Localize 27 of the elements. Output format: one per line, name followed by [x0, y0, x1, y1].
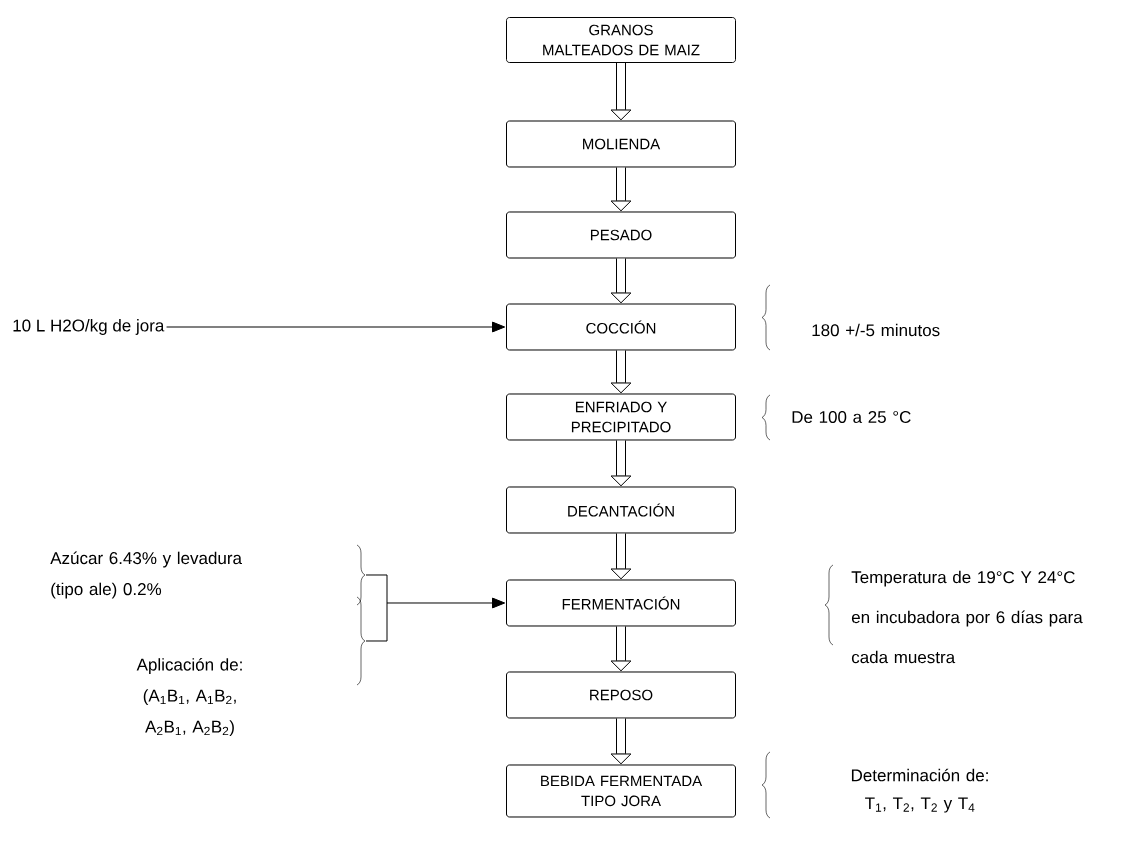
process-box: GRANOS MALTEADOS DE MAIZ — [506, 17, 736, 63]
input-text: 10 L H2O/kg de jora — [13, 319, 165, 335]
step-note: 180 +/-5 minutos — [812, 323, 940, 337]
connector-line — [365, 602, 388, 642]
hollow-arrow — [610, 533, 632, 580]
process-box: MOLIENDA — [506, 120, 736, 168]
arrow — [386, 597, 506, 609]
hollow-arrow — [610, 626, 632, 672]
hollow-arrow — [610, 350, 632, 394]
hollow-arrow — [610, 718, 632, 765]
process-box: ENFRIADO Y PRECIPITADO — [506, 393, 736, 441]
step-note: Temperatura de 19°C Y 24°C en incubadora por 6 días para cada muestra — [851, 570, 1083, 664]
hollow-arrow — [610, 258, 632, 304]
hollow-arrow — [610, 63, 632, 121]
step-note: T$_{1}$, T$_{2}$, T$_{2}$ y T$_{4}$ — [865, 797, 975, 813]
process-box: DECANTACIÓN — [506, 486, 736, 534]
process-box: BEBIDA FERMENTADA TIPO JORA — [506, 764, 736, 818]
process-box: FERMENTACIÓN — [506, 579, 736, 627]
process-box: COCCIÓN — [506, 303, 736, 351]
connector-line — [365, 574, 388, 604]
arrow — [166, 321, 506, 333]
process-box: REPOSO — [506, 671, 736, 719]
hollow-arrow — [610, 167, 632, 212]
hollow-arrow — [610, 440, 632, 487]
step-note: De 100 a 25 °C — [792, 411, 911, 423]
process-box: PESADO — [506, 211, 736, 259]
step-note: Determinación de: — [851, 768, 988, 782]
